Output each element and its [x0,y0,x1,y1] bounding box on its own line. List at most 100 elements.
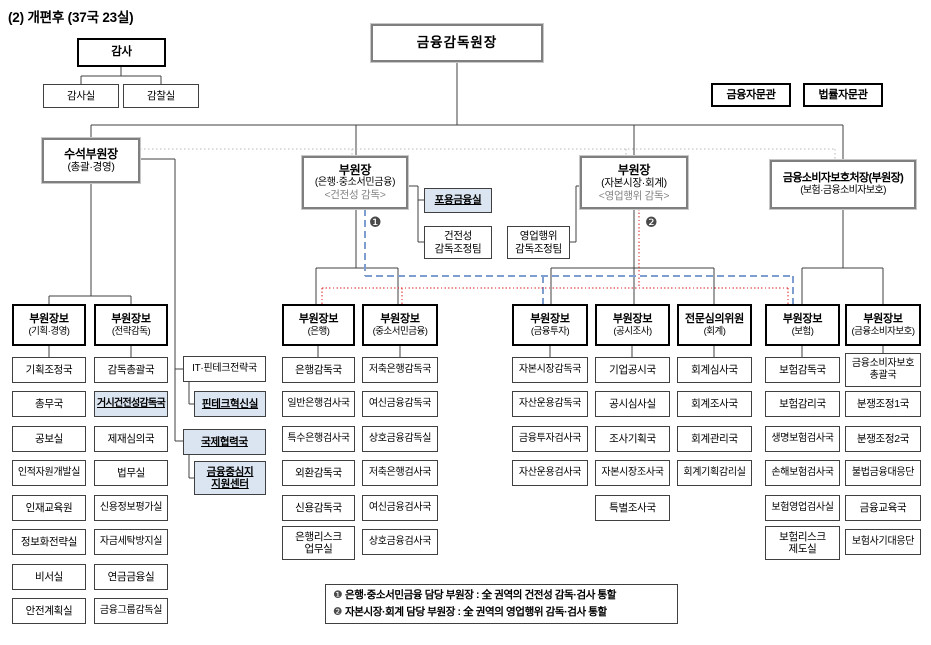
dept-box: 기업공시국 [595,357,670,383]
dept-label: 자본시장조사국 [601,467,664,479]
column-header: 부원장보 (공시조사) [595,304,670,346]
dept-box: 자금세탁방지실 [94,529,168,555]
column-header: 부원장보 (전략감독) [94,304,168,346]
dept-label: 법무실 [116,466,146,479]
dept-label: 금융그룹감독실 [99,605,163,617]
dept-box: 자본시장조사국 [595,460,670,486]
dept-label: 신용정보평가실 [99,502,163,514]
deputy-bank-title: 부원장 [338,163,372,178]
dept-label: 비서실 [34,570,64,583]
dept-box: 금융그룹감독실 [94,598,168,624]
dept-label: 은행리스크 업무실 [295,530,342,555]
dept-label: 보험영업검사실 [771,502,834,514]
dept-label: 자산운용감독국 [518,398,582,410]
inspection-office-box: 감찰실 [123,84,199,108]
dept-label: 생명보험검사국 [771,433,834,445]
dept-box: 상호금융검사국 [362,529,438,555]
dept-box: 회계조사국 [677,391,752,417]
governor-label: 금융감독원장 [416,35,498,51]
auditor-label: 감사 [111,45,132,58]
dept-box: 상호금융감독실 [362,426,438,452]
conduct-team-label: 영업행위 감독조정팀 [515,230,562,255]
dept-label: 회계심사국 [691,363,738,376]
dept-box: 거시건전성감독국 [94,391,168,417]
dept-label: 보험감독국 [779,363,826,376]
column-header: 부원장보 (금융투자) [512,304,588,346]
column-header-sub: (공시조사) [613,325,652,337]
dept-label: 자금세탁방지실 [99,536,163,548]
dept-label: 보험리스크 제도실 [779,530,826,555]
dept-label: 손해보험검사국 [771,467,834,479]
dept-label: 기업공시국 [609,363,656,376]
dept-box: 손해보험검사국 [765,460,840,486]
dept-label: 신용감독국 [295,501,342,514]
dept-box: 기획조정국 [12,357,86,383]
dept-label: 보험감리국 [779,397,826,410]
dept-box: 외환감독국 [282,460,355,486]
dept-box: 연금금융실 [94,564,168,590]
column-header-label: 부원장보 [298,312,339,325]
dept-box: 금융투자검사국 [512,426,588,452]
deputy-bank-box: 부원장 (은행·중소서민금융) <건전성 감독> [301,155,409,210]
dept-label: 금융투자검사국 [518,433,582,445]
column-header-sub: (금융투자) [530,325,570,337]
dept-label: 기획조정국 [25,363,73,376]
dept-label: 분쟁조정1국 [856,397,910,410]
column-header-sub: (회계) [703,325,726,337]
dept-box: 은행리스크 업무실 [282,526,355,560]
deputy-capital-scope: (자본시장·회계) [601,177,667,190]
dept-label: 회계관리국 [691,432,738,445]
governor-box: 금융감독원장 [370,23,544,63]
dept-label: 여신금융감독국 [368,398,432,410]
dept-box: 비서실 [12,564,86,590]
column-header-label: 부원장보 [530,312,570,325]
dept-label: 감독총괄국 [107,363,155,376]
dept-label: 인재교육원 [25,501,73,514]
dept-box: 특별조사국 [595,495,670,521]
dept-label: 제재심의국 [107,432,155,445]
column-header-label: 부원장보 [863,312,903,325]
dept-label: 저축은행감독국 [368,364,432,376]
dept-box: 금융교육국 [845,495,921,521]
dept-box: 인재교육원 [12,495,86,521]
dept-box: 총무국 [12,391,86,417]
column-header-sub: (보험) [791,325,814,337]
dept-label: 보험사기대응단 [851,536,915,548]
dept-box: 감독총괄국 [94,357,168,383]
dept-box: 보험리스크 제도실 [765,526,840,560]
legal-advisor-label: 법률자문관 [818,88,868,101]
column-header-label: 전문심의위원 [685,312,744,325]
intl-cooperation-box: 국제협력국 [183,429,266,455]
dept-label: 금융교육국 [859,501,907,514]
fintech-innovation-label: 핀테크혁신실 [201,397,259,410]
dept-box: 자산운용검사국 [512,460,588,486]
consumer-head-box: 금융소비자보호처장(부원장) (보험·금융소비자보호) [769,159,917,210]
dept-box: 정보화전략실 [12,529,86,555]
dept-label: 외환감독국 [295,466,342,479]
dept-box: 조사기획국 [595,426,670,452]
column-header-label: 부원장보 [782,312,823,325]
dept-label: 회계조사국 [691,397,738,410]
financial-hub-box: 금융중심지 지원센터 [194,461,266,495]
fintech-innovation-box: 핀테크혁신실 [194,391,266,417]
column-header-sub: (중소서민금융) [372,325,428,337]
dept-label: 일반은행검사국 [287,398,350,410]
intl-cooperation-label: 국제협력국 [201,435,248,448]
deputy-capital-role: <영업행위 감독> [598,189,670,202]
legal-advisor-box: 법률자문관 [803,83,883,107]
column-header-sub: (은행) [307,325,330,337]
dept-label: 연금금융실 [107,570,155,583]
dept-box: 은행감독국 [282,357,355,383]
dept-label: 자본시장감독국 [518,364,582,376]
dept-box: 불법금융대응단 [845,460,921,486]
dept-box: 인적자원개발실 [12,460,86,486]
dept-box: 금융소비자보호 총괄국 [845,353,921,387]
dept-label: 공시심사실 [609,397,656,410]
legend-text-2: 자본시장·회계 담당 부원장 : 全 권역의 영업행위 감독·검사 통할 [345,606,607,618]
column-header: 부원장보 (금융소비자보호) [845,304,921,346]
dept-box: 자본시장감독국 [512,357,588,383]
